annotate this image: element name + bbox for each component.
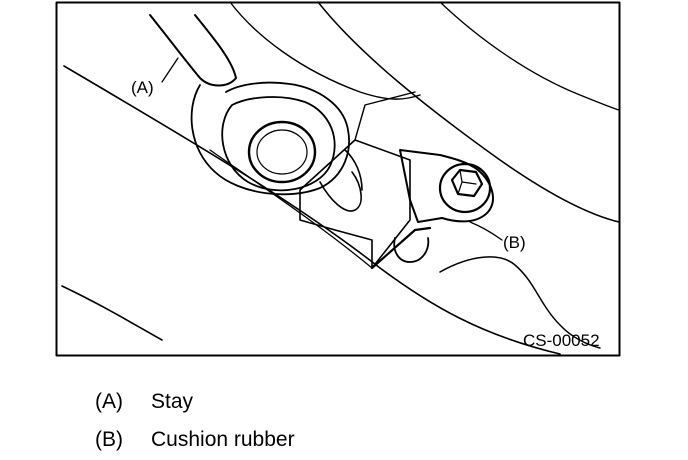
upper-curve-2 <box>439 1 620 111</box>
callout-a: (A) <box>131 78 154 97</box>
stay-body <box>190 81 350 196</box>
stay-tail <box>319 149 363 212</box>
figure-code: CS-00052 <box>523 331 600 350</box>
bracket-plate <box>299 139 411 269</box>
figure-frame <box>55 1 621 357</box>
legend: (A) Stay (B) Cushion rubber <box>95 383 295 459</box>
upper-curve-3 <box>229 1 421 100</box>
legend-item-a: (A) Stay <box>95 383 295 421</box>
bracket-fold <box>354 91 416 141</box>
bracket-front-edge <box>370 226 432 270</box>
lower-right-contour <box>439 256 601 349</box>
stay-arm <box>149 14 237 87</box>
legend-label: Cushion rubber <box>151 428 295 451</box>
cushion-tab <box>399 149 494 223</box>
stay-collar <box>221 96 336 192</box>
legend-label: Stay <box>151 390 194 413</box>
legend-key: (A) <box>95 390 123 413</box>
panel-edge-lower <box>61 285 163 341</box>
stay-bushing <box>247 120 317 184</box>
bolt-hex-detail <box>457 169 477 195</box>
leader-line-b <box>469 221 503 241</box>
stay-bushing-inner <box>256 129 308 175</box>
bracket-lower-lip <box>393 237 430 263</box>
leader-line-a <box>161 57 179 83</box>
legend-item-b: (B) Cushion rubber <box>95 421 295 459</box>
cushion-rubber-outer <box>438 162 492 214</box>
legend-key: (B) <box>95 428 123 451</box>
panel-edge-upper <box>63 65 561 355</box>
callout-b: (B) <box>503 233 526 252</box>
upper-curve-1 <box>317 1 620 223</box>
